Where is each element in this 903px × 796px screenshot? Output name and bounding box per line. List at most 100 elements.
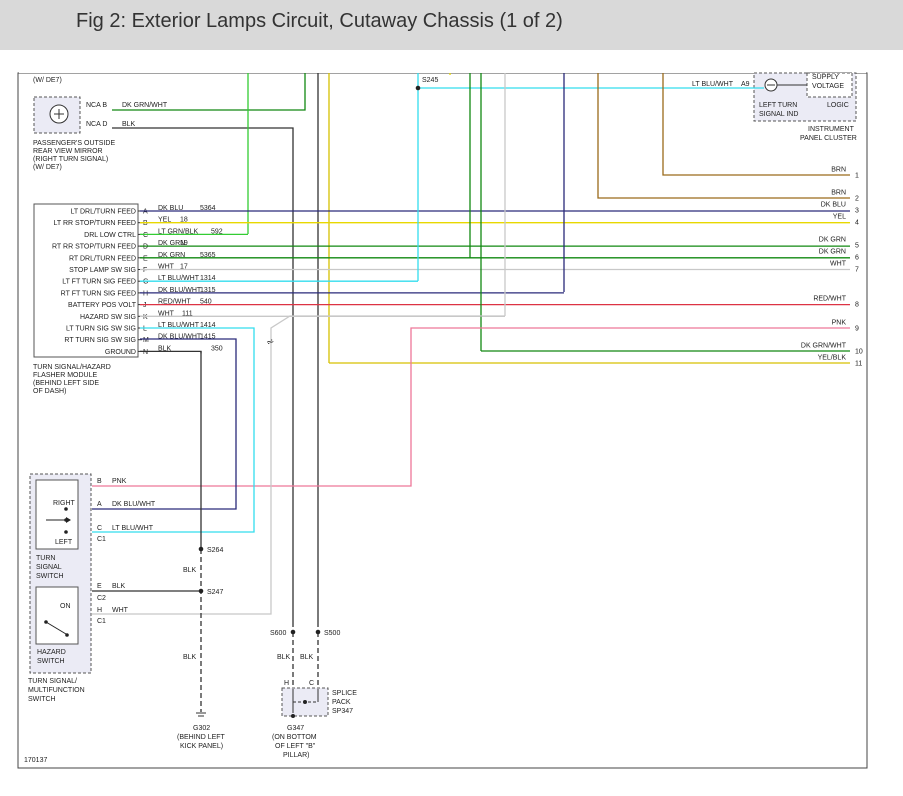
module-pin-letter: E <box>143 255 148 262</box>
turn-lamp-icon <box>49 104 69 124</box>
module-pin-circuit: 1415 <box>200 334 216 341</box>
splice-pack-pin-h: H <box>284 680 289 687</box>
module-pin-wire-color: WHT <box>158 264 175 271</box>
module-pin-circuit: 350 <box>211 345 223 352</box>
wire-brn-2 <box>597 73 850 199</box>
figure-id: 170137 <box>24 757 47 764</box>
terminal-wire-label: DK GRN/WHT <box>801 343 847 350</box>
turn-switch-label-3: SWITCH <box>36 573 64 580</box>
module-pin-circuit: 592 <box>211 228 223 235</box>
module-pin-letter: A <box>143 209 148 216</box>
module-pin-circuit: 540 <box>200 299 212 306</box>
terminal-number: 9 <box>855 326 859 333</box>
module-pin-circuit: 18 <box>180 217 188 224</box>
switch-pin-e-wire: BLK <box>112 583 126 590</box>
wire-switch-dk-blu-wht <box>92 338 237 510</box>
module-pin-circuit: 1314 <box>200 275 216 282</box>
wire-switch-lt-blu-wht <box>92 327 255 533</box>
flasher-module-box <box>33 203 139 358</box>
module-pin-function: STOP LAMP SW SIG <box>69 267 136 274</box>
terminal-number: 2 <box>855 196 859 203</box>
g302-label-3: KICK PANEL) <box>180 743 223 750</box>
module-pin-function: RT FT TURN SIG FEED <box>61 290 136 297</box>
module-pin-wire-color: BLK <box>158 345 172 352</box>
turn-signal-switch-box <box>35 479 79 550</box>
splice-pack-bus-icon <box>292 689 319 713</box>
cluster-pin: A9 <box>741 81 750 88</box>
cluster-supply-2: VOLTAGE <box>812 83 844 90</box>
module-pin-circuit: 19 <box>180 240 188 247</box>
switch-c1b: C1 <box>97 618 106 625</box>
g347-label-2: (ON BOTTOM <box>272 734 317 741</box>
hazard-switch-contact-icon <box>44 620 69 637</box>
terminal-number: 8 <box>855 302 859 309</box>
switch-pin-b-wire: PNK <box>112 478 127 485</box>
switch-left-label: LEFT <box>55 539 73 546</box>
module-pin-function: DRL LOW CTRL <box>84 232 136 239</box>
wire-switch-pnk <box>92 327 850 487</box>
switch-pin-a-wire: DK BLU/WHT <box>112 501 156 508</box>
module-pin-letter: B <box>143 220 148 227</box>
module-pin-function: GROUND <box>105 349 136 356</box>
module-pin-wire-color: DK GRN <box>158 240 185 247</box>
module-pin-wire-color: YEL <box>158 217 171 224</box>
ground-g302-icon <box>196 712 206 717</box>
s500-wire: BLK <box>300 654 314 661</box>
g302-wire-lower: BLK <box>183 654 197 661</box>
cluster-supply-1: SUPPLY <box>812 74 839 81</box>
module-pin-function: HAZARD SW SIG <box>80 314 136 321</box>
splice-pack-pin-c: C <box>309 680 314 687</box>
module-pin-wire-color: DK BLU <box>158 205 183 212</box>
module-pin-wire-color: DK GRN <box>158 252 185 259</box>
module-label-1: TURN SIGNAL/HAZARD <box>33 364 111 371</box>
module-label-4: OF DASH) <box>33 388 66 395</box>
switch-c2: C2 <box>97 595 106 602</box>
g302-wire-upper: BLK <box>183 567 197 574</box>
g347-label-3: OF LEFT "B" <box>275 743 316 750</box>
module-pin-letter: C <box>143 232 148 239</box>
wire-brn-1 <box>662 73 850 176</box>
module-pin-wire-color: DK BLU/WHT <box>158 287 202 294</box>
multi-switch-label-3: SWITCH <box>28 696 56 703</box>
module-label-2: FLASHER MODULE <box>33 372 98 379</box>
terminal-number: 7 <box>855 267 859 274</box>
module-pin-letter: D <box>143 244 148 251</box>
switch-pin-c-wire: LT BLU/WHT <box>112 525 154 532</box>
module-pin-letter: H <box>143 290 148 297</box>
module-pin-function: LT TURN SIG SW SIG <box>66 326 136 333</box>
module-pin-circuit: 17 <box>180 264 188 271</box>
s600-wire: BLK <box>277 654 291 661</box>
wire-switch-wht-h <box>92 315 505 615</box>
terminal-wire-label: PNK <box>832 320 847 327</box>
ground-g347-icon <box>291 714 295 718</box>
cluster-indicator-2: SIGNAL IND <box>759 111 798 118</box>
cluster-pin-wire: LT BLU/WHT <box>692 81 734 88</box>
splice-s245-label: S245 <box>422 77 438 84</box>
multi-switch-label-1: TURN SIGNAL/ <box>28 678 77 685</box>
module-pin-function: LT RR STOP/TURN FEED <box>54 220 136 227</box>
splice-s264-dot <box>198 546 204 552</box>
splice-s264-label: S264 <box>207 547 223 554</box>
module-pin-wire-color: LT BLU/WHT <box>158 275 200 282</box>
module-pin-wire-color: LT GRN/BLK <box>158 228 199 235</box>
mirror-top-label: (W/ DE7) <box>33 77 62 84</box>
mirror-label-2: REAR VIEW MIRROR <box>33 148 103 155</box>
hazard-switch-box <box>35 586 79 645</box>
terminal-wire-label: RED/WHT <box>813 296 846 303</box>
mirror-label-4: (W/ DE7) <box>33 164 62 171</box>
switch-pin-a: A <box>97 501 102 508</box>
module-pin-letter: N <box>143 349 148 356</box>
terminal-number: 3 <box>855 208 859 215</box>
module-pin-circuit: 111 <box>182 310 193 317</box>
terminal-number: 10 <box>855 349 863 356</box>
mirror-pin-b-wire: DK GRN/WHT <box>122 102 168 109</box>
splice-s500-dot <box>315 629 321 635</box>
mirror-pin-b: NCA B <box>86 102 107 109</box>
g347-label-1: G347 <box>287 725 304 732</box>
splice-s245-dot <box>415 85 421 91</box>
terminal-wire-label: DK GRN <box>819 237 846 244</box>
cluster-indicator-1: LEFT TURN <box>759 102 797 109</box>
switch-right-label: RIGHT <box>53 500 76 507</box>
terminal-number: 5 <box>855 243 859 250</box>
